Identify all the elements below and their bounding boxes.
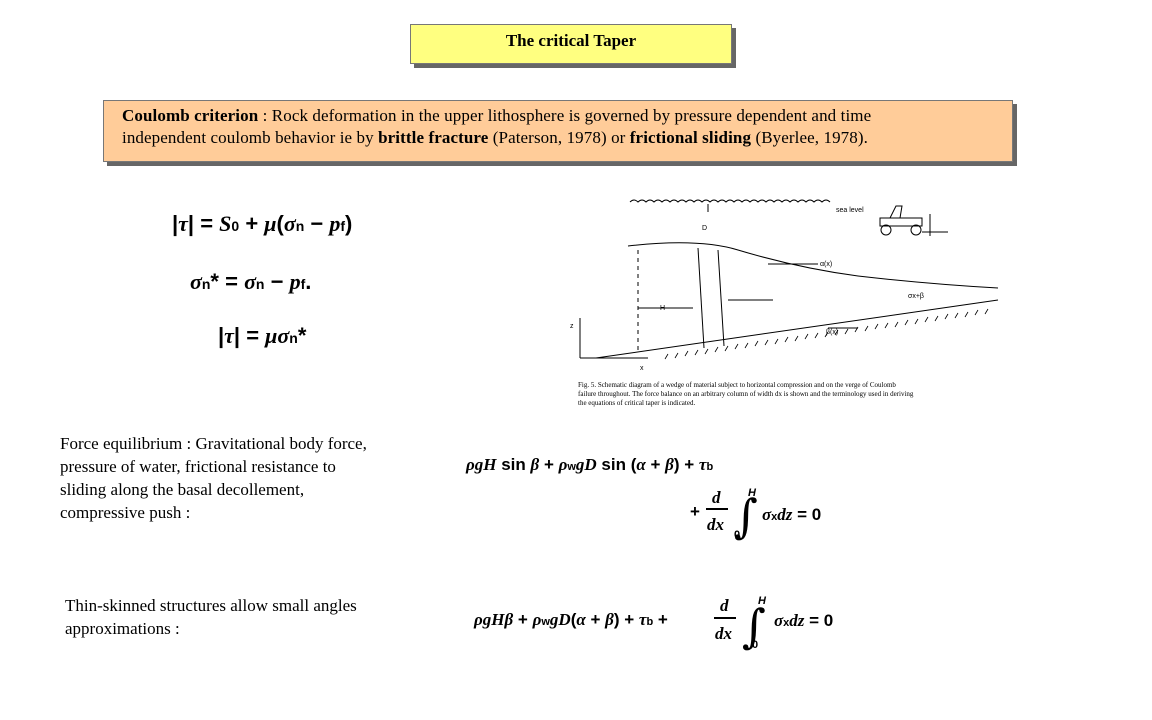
svg-text:H: H bbox=[748, 487, 757, 499]
coulomb-line-1: Coulomb criterion : Rock deformation in … bbox=[122, 105, 1012, 127]
force-line: Force equilibrium : Gravitational body f… bbox=[60, 434, 367, 453]
coulomb-equations-svg: |τ| = S0 + μ(σn − pf) σn* = σn − pf. |τ|… bbox=[172, 211, 352, 348]
svg-text:σxdz = 0: σxdz = 0 bbox=[774, 611, 833, 630]
force-equation-svg: ρgH sin β + ρwgD sin (α + β) + τb + d dx… bbox=[465, 455, 821, 543]
figure-caption-3: the equations of critical taper is indic… bbox=[578, 399, 695, 407]
svg-text:0: 0 bbox=[752, 639, 758, 651]
svg-text:x: x bbox=[640, 365, 644, 372]
svg-text:dx: dx bbox=[715, 624, 733, 643]
svg-text:z: z bbox=[570, 323, 574, 330]
svg-text:α(x): α(x) bbox=[820, 261, 832, 268]
svg-text:ρgHβ + ρwgD(α + β) + τb +: ρgHβ + ρwgD(α + β) + τb + bbox=[473, 610, 668, 629]
svg-text:d: d bbox=[720, 596, 729, 615]
force-equilibrium-text: Force equilibrium : Gravitational body f… bbox=[60, 432, 367, 524]
coulomb-text-2a: independent coulomb behavior ie by bbox=[122, 128, 379, 147]
force-line: sliding along the basal decollement, bbox=[60, 480, 305, 499]
svg-text:ρgH sin β + ρwgD sin (α + β) +: ρgH sin β + ρwgD sin (α + β) + τb bbox=[465, 455, 713, 474]
figure-caption-1: Fig. 5. Schematic diagram of a wedge of … bbox=[578, 381, 896, 389]
figure-caption-2: failure throughout. The force balance on… bbox=[578, 390, 914, 398]
small-angle-equation-svg: ρgHβ + ρwgD(α + β) + τb + d dx ∫ H 0 σxd… bbox=[473, 595, 833, 653]
svg-text:H: H bbox=[660, 305, 665, 312]
svg-text:d: d bbox=[712, 488, 721, 507]
coulomb-text-1: : Rock deformation in the upper lithosph… bbox=[258, 106, 872, 125]
coulomb-box: Coulomb criterion : Rock deformation in … bbox=[103, 100, 1013, 162]
svg-text:0: 0 bbox=[734, 529, 740, 541]
page-title: The critical Taper bbox=[505, 31, 637, 50]
svg-text:D: D bbox=[702, 225, 707, 232]
force-line: pressure of water, frictional resistance… bbox=[60, 457, 336, 476]
thin-line: approximations : bbox=[65, 619, 180, 638]
thin-skinned-text: Thin-skinned structures allow small angl… bbox=[65, 594, 357, 640]
coulomb-text-2c: (Byerlee, 1978). bbox=[751, 128, 868, 147]
thin-line: Thin-skinned structures allow small angl… bbox=[65, 596, 357, 615]
svg-text:|τ| = S0 + μ(σn − pf): |τ| = S0 + μ(σn − pf) bbox=[172, 211, 352, 236]
wedge-figure: sea level D H z x α(x) β(x) σx+β Fig. 5.… bbox=[568, 188, 1008, 410]
svg-text:dx: dx bbox=[707, 515, 725, 534]
sea-level-label: sea level bbox=[836, 207, 864, 214]
coulomb-term: Coulomb criterion bbox=[122, 106, 259, 125]
svg-text:∫: ∫ bbox=[734, 489, 758, 543]
force-equation: ρgH sin β + ρwgD sin (α + β) + τb + d dx… bbox=[462, 440, 862, 550]
frictional-sliding: frictional sliding bbox=[629, 128, 752, 147]
svg-text:σxdz = 0: σxdz = 0 bbox=[762, 505, 821, 524]
small-angle-equation: ρgHβ + ρwgD(α + β) + τb + d dx ∫ H 0 σxd… bbox=[470, 590, 870, 660]
coulomb-equations: |τ| = S0 + μ(σn − pf) σn* = σn − pf. |τ|… bbox=[170, 205, 400, 355]
coulomb-text-2b: (Paterson, 1978) or bbox=[488, 128, 630, 147]
force-line: compressive push : bbox=[60, 503, 191, 522]
svg-text:+: + bbox=[690, 502, 700, 521]
svg-text:β(x): β(x) bbox=[826, 329, 838, 336]
coulomb-line-2: independent coulomb behavior ie by britt… bbox=[122, 127, 1012, 149]
wedge-diagram: sea level D H z x α(x) β(x) σx+β Fig. 5.… bbox=[570, 199, 999, 407]
svg-text:σn* = σn − pf.: σn* = σn − pf. bbox=[190, 269, 311, 294]
svg-text:|τ| = μσn*: |τ| = μσn* bbox=[218, 323, 307, 348]
svg-text:H: H bbox=[758, 595, 767, 607]
svg-text:∫: ∫ bbox=[742, 599, 766, 653]
svg-text:σx+β: σx+β bbox=[908, 293, 924, 300]
title-box: The critical Taper bbox=[410, 24, 732, 64]
brittle-fracture: brittle fracture bbox=[378, 128, 489, 147]
